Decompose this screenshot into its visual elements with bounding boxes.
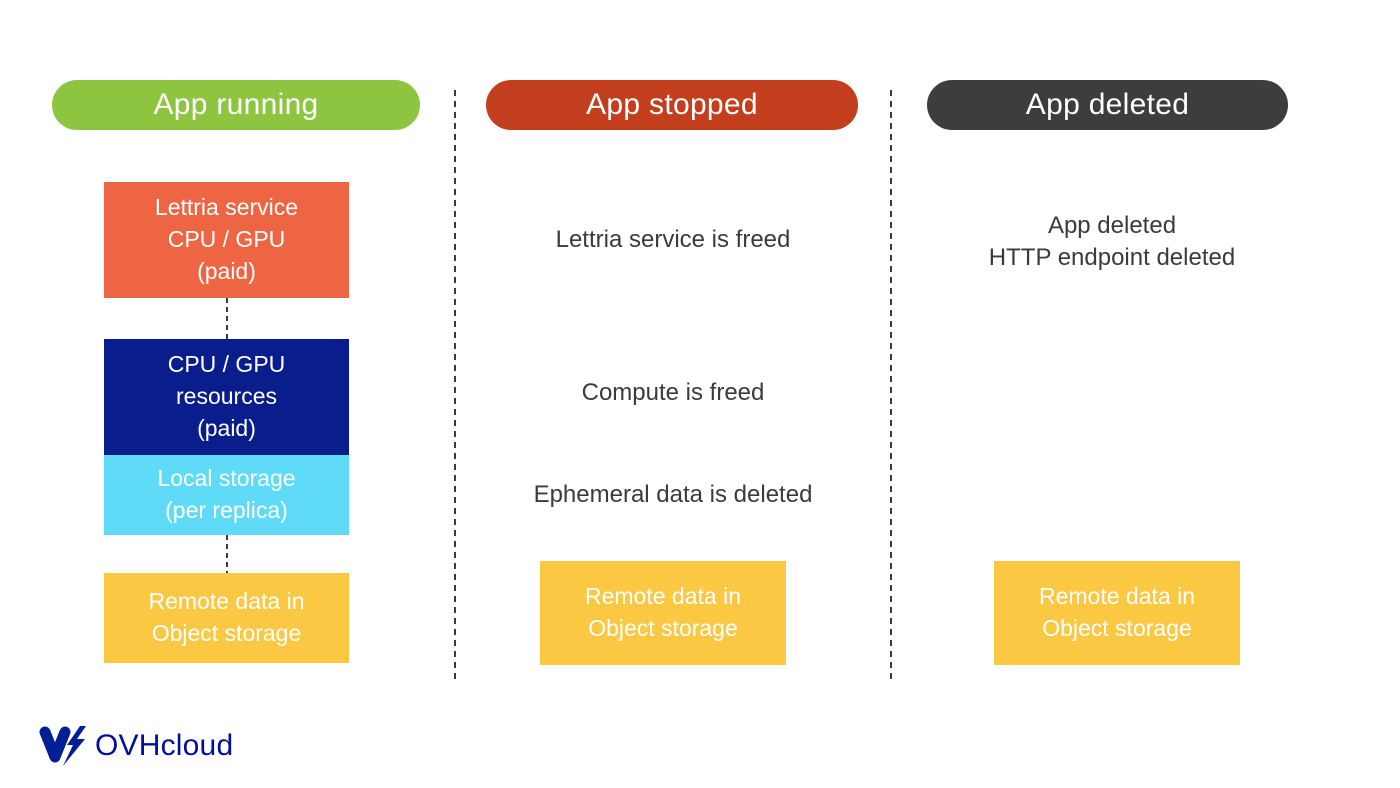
box-remote-data-deleted: Remote data in Object storage [994, 561, 1240, 665]
ovhcloud-logo-text: OVHcloud [95, 729, 234, 762]
header-label-app-stopped: App stopped [586, 88, 758, 121]
box-remote-data-running: Remote data in Object storage [104, 573, 349, 663]
note-compute-freed: Compute is freed [581, 379, 765, 406]
note-ephemeral-data-deleted: Ephemeral data is deleted [533, 481, 813, 508]
header-label-app-deleted: App deleted [1025, 88, 1190, 121]
header-pill-app-stopped: App stopped [486, 80, 858, 130]
connector-lettria-to-compute [226, 298, 228, 339]
ovhcloud-logo-mark-icon [38, 726, 86, 766]
ovhcloud-logo: OVHcloud [38, 726, 233, 766]
box-lettria-service: Lettria service CPU / GPU (paid) [104, 182, 349, 298]
header-label-app-running: App running [153, 88, 319, 121]
box-remote-data-stopped: Remote data in Object storage [540, 561, 786, 665]
column-divider-1 [454, 90, 456, 682]
connector-storage-to-remote [226, 535, 228, 573]
box-local-storage: Local storage (per replica) [104, 455, 349, 535]
column-divider-2 [890, 90, 892, 682]
note-lettria-service-freed: Lettria service is freed [555, 226, 791, 253]
header-pill-app-deleted: App deleted [927, 80, 1288, 130]
box-cpu-gpu-resources: CPU / GPU resources (paid) [104, 339, 349, 455]
header-pill-app-running: App running [52, 80, 420, 130]
note-app-deleted: App deleted HTTP endpoint deleted [988, 212, 1236, 271]
